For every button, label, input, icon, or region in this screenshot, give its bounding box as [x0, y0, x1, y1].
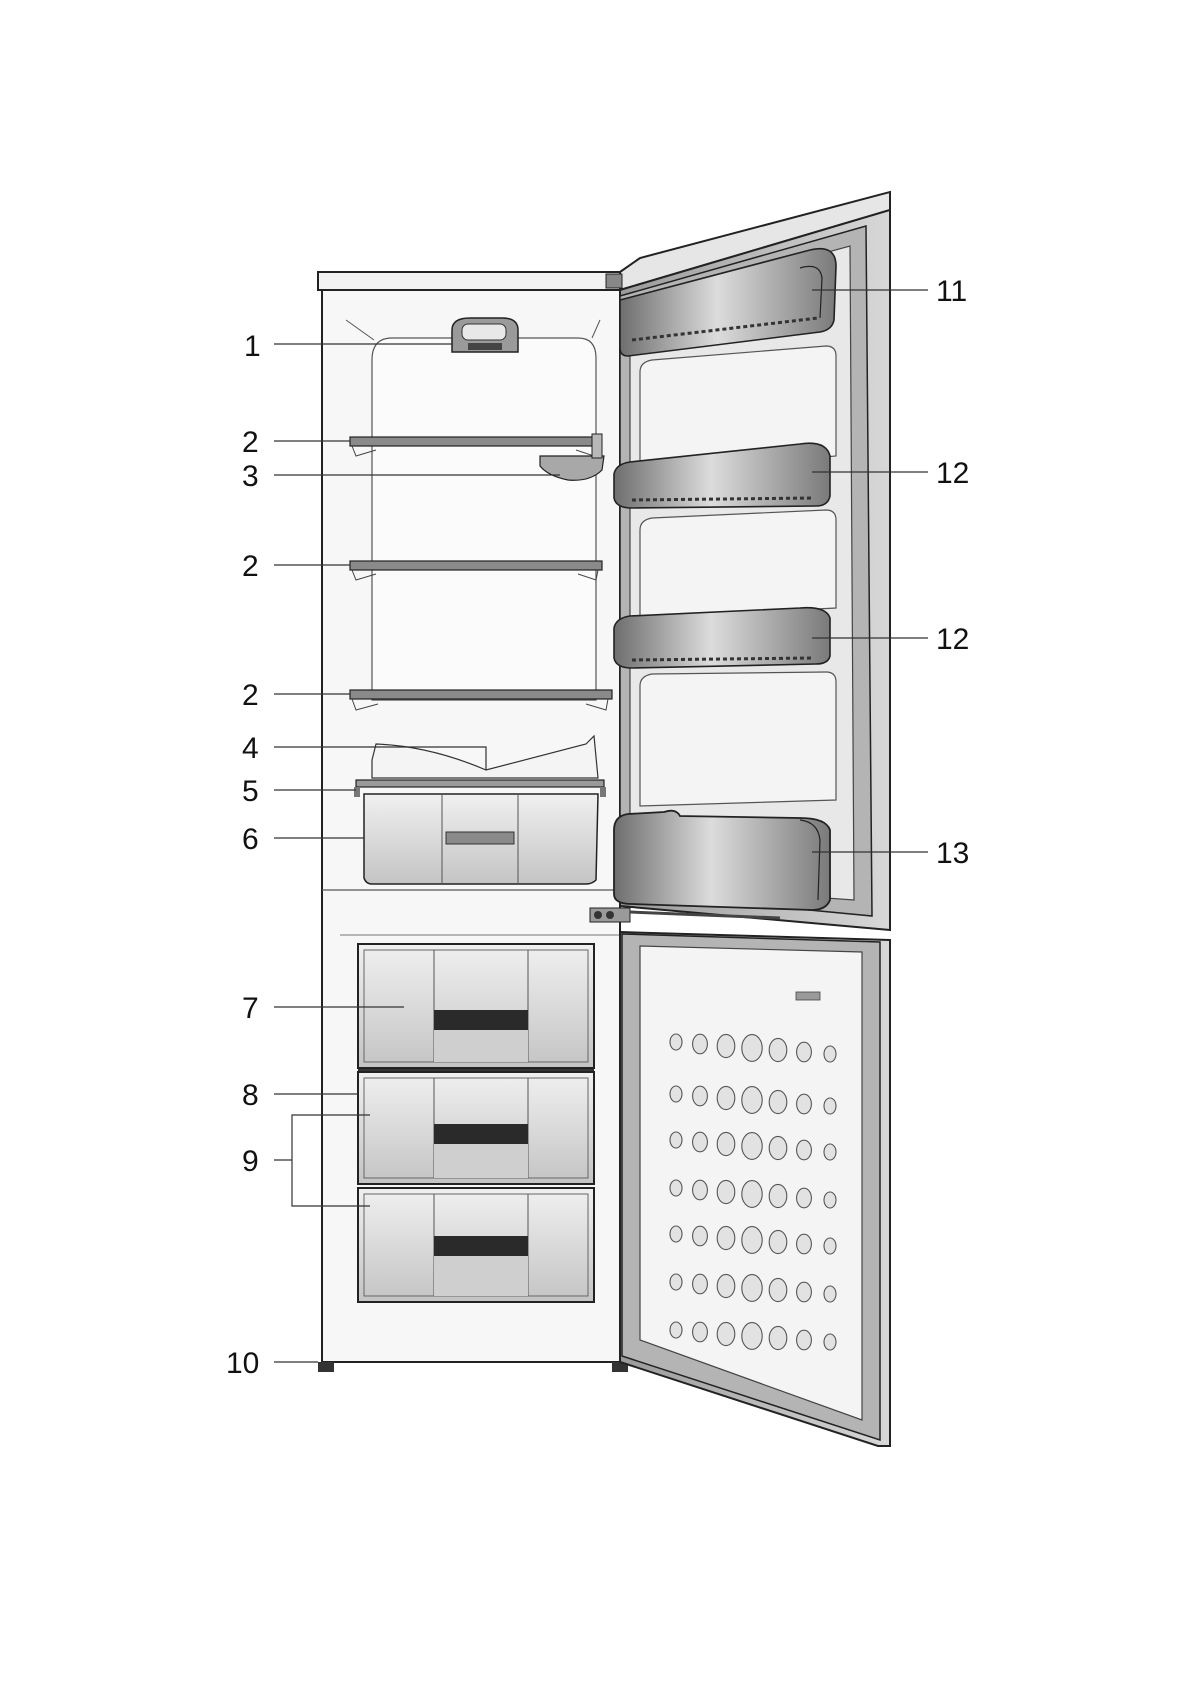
callout-6: 6 [242, 823, 259, 856]
door-dimple [693, 1034, 708, 1054]
door-dimple [769, 1090, 787, 1113]
door-dimple [742, 1035, 762, 1062]
door-dimple [742, 1087, 762, 1114]
callout-13: 13 [936, 837, 969, 870]
crisper-drawer [364, 794, 598, 884]
callout-2c: 2 [242, 679, 259, 712]
door-dimple [717, 1086, 735, 1109]
door-dimple [742, 1323, 762, 1350]
callout-10: 10 [226, 1347, 259, 1380]
door-dimple [670, 1132, 682, 1148]
callout-9: 9 [242, 1145, 259, 1178]
door-dimple [797, 1188, 812, 1208]
thermostat-light-unit [452, 318, 518, 352]
callout-2b: 2 [242, 550, 259, 583]
callout-12a: 12 [936, 457, 969, 490]
callout-2a: 2 [242, 426, 259, 459]
front-foot-left [318, 1362, 334, 1372]
callout-3: 3 [242, 460, 259, 493]
door-dimple [824, 1098, 836, 1114]
door-dimple [797, 1234, 812, 1254]
door-dimple [693, 1274, 708, 1294]
callout-8: 8 [242, 1079, 259, 1112]
door-dimple [797, 1140, 812, 1160]
door-dimple [797, 1094, 812, 1114]
door-dimple [717, 1132, 735, 1155]
door-dimple [670, 1322, 682, 1338]
door-dimple [797, 1042, 812, 1062]
door-dimple [797, 1282, 812, 1302]
door-dimple [693, 1180, 708, 1200]
door-dimple [717, 1034, 735, 1057]
door-dimple [824, 1286, 836, 1302]
freezer-drawer-bottom [358, 1188, 594, 1302]
callout-1: 1 [244, 330, 261, 363]
callout-4: 4 [242, 732, 259, 765]
door-dimple [769, 1326, 787, 1349]
door-dimple [693, 1086, 708, 1106]
door-dimple [769, 1136, 787, 1159]
door-dimple [693, 1132, 708, 1152]
callout-11: 11 [936, 275, 967, 308]
door-dimple [670, 1034, 682, 1050]
door-dimple [742, 1181, 762, 1208]
door-dimple [769, 1184, 787, 1207]
door-dimple [717, 1180, 735, 1203]
door-dimple [769, 1230, 787, 1253]
door-dimple [742, 1227, 762, 1254]
door-dimple [670, 1226, 682, 1242]
callout-12b: 12 [936, 623, 969, 656]
freezer-drawer-middle [358, 1072, 594, 1184]
door-shelf-middle [614, 608, 830, 668]
door-dimple [797, 1330, 812, 1350]
bottle-shelf [614, 811, 830, 910]
door-dimple [769, 1278, 787, 1301]
freezer-drawer-top [358, 944, 594, 1068]
door-dimple [824, 1192, 836, 1208]
door-dimple [824, 1334, 836, 1350]
door-dimple [670, 1180, 682, 1196]
door-dimple [824, 1144, 836, 1160]
door-dimple [693, 1322, 708, 1342]
door-dimple [742, 1133, 762, 1160]
door-dimple [742, 1275, 762, 1302]
callout-5: 5 [242, 775, 259, 808]
door-dimple [717, 1322, 735, 1345]
door-dimple [670, 1274, 682, 1290]
door-dimple [670, 1086, 682, 1102]
callout-7: 7 [242, 992, 259, 1025]
door-dimple [824, 1046, 836, 1062]
door-dimple [769, 1038, 787, 1061]
fridge-back-liner [372, 338, 596, 700]
door-dimple [824, 1238, 836, 1254]
door-dimple [717, 1274, 735, 1297]
door-dimple [717, 1226, 735, 1249]
door-dimple [693, 1226, 708, 1246]
cabinet-top [318, 272, 620, 290]
